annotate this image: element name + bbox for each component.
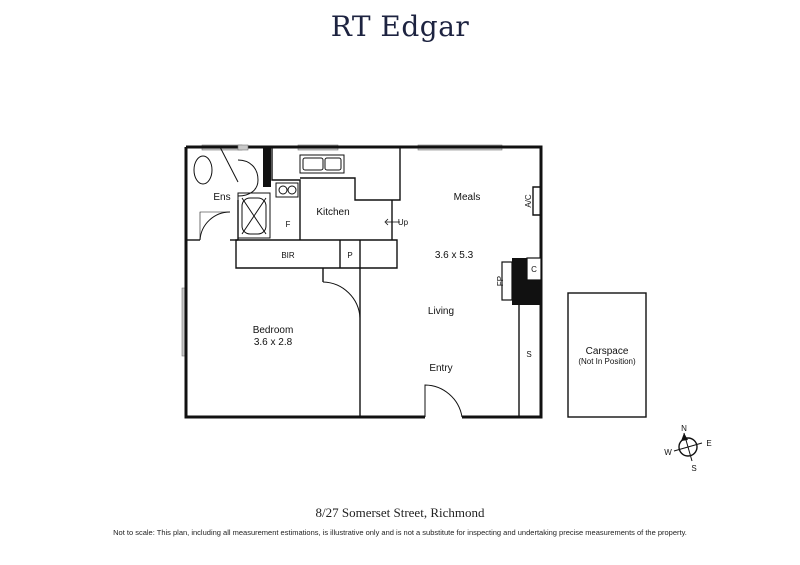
compass-south: S: [691, 464, 696, 473]
bedroom-door: [322, 281, 361, 319]
cupboard-box: [526, 257, 542, 281]
fireplace-label: FP: [496, 276, 505, 286]
carspace-label: Carspace: [586, 346, 629, 357]
doors: [322, 281, 463, 418]
entry-label: Entry: [429, 363, 452, 374]
compass-icon: N E S W: [664, 424, 711, 473]
pantry-label: P: [347, 251, 352, 260]
entry-door: [424, 384, 463, 418]
ensuite-label: Ens: [213, 192, 230, 203]
arrow-icon: [384, 218, 389, 226]
shower-icon: [237, 192, 271, 239]
storage-label: S: [526, 350, 531, 359]
sink-icon: [299, 154, 345, 174]
carspace-note: (Not In Position): [578, 357, 636, 366]
living-dimensions: 3.6 x 5.3: [435, 250, 474, 261]
compass-west: W: [664, 448, 672, 457]
ensuite-door: [199, 211, 231, 241]
basin-icon: [237, 159, 259, 197]
kitchen-label: Kitchen: [316, 207, 349, 218]
compass-east: E: [706, 439, 711, 448]
ensuite-fixtures: [193, 146, 271, 241]
ac-label: A/C: [524, 194, 533, 208]
compass-north: N: [681, 424, 687, 433]
meals-label: Meals: [454, 192, 481, 203]
wall-block: [263, 147, 271, 187]
bedroom-label: Bedroom: [253, 325, 294, 336]
fireplace-box: [501, 261, 513, 301]
cooktop-icon: [275, 182, 299, 198]
cupboard-label: C: [531, 265, 537, 274]
fireplace-hearth: [512, 258, 541, 305]
fridge-label: F: [286, 220, 291, 229]
living-label: Living: [428, 306, 454, 317]
carspace-box: [567, 292, 647, 418]
disclaimer-text: Not to scale: This plan, including all m…: [113, 528, 687, 537]
toilet-icon: [193, 155, 213, 185]
exterior-walls: [184, 145, 543, 419]
bir-label: BIR: [281, 251, 295, 260]
property-address: 8/27 Somerset Street, Richmond: [315, 505, 485, 520]
window-small: [237, 144, 249, 151]
interior-walls: [186, 147, 541, 417]
up-label: Up: [398, 218, 409, 227]
kitchen-fixtures: [275, 154, 400, 226]
brand-logo: RT Edgar: [330, 10, 470, 43]
bedroom-dimensions: 3.6 x 2.8: [254, 337, 293, 348]
